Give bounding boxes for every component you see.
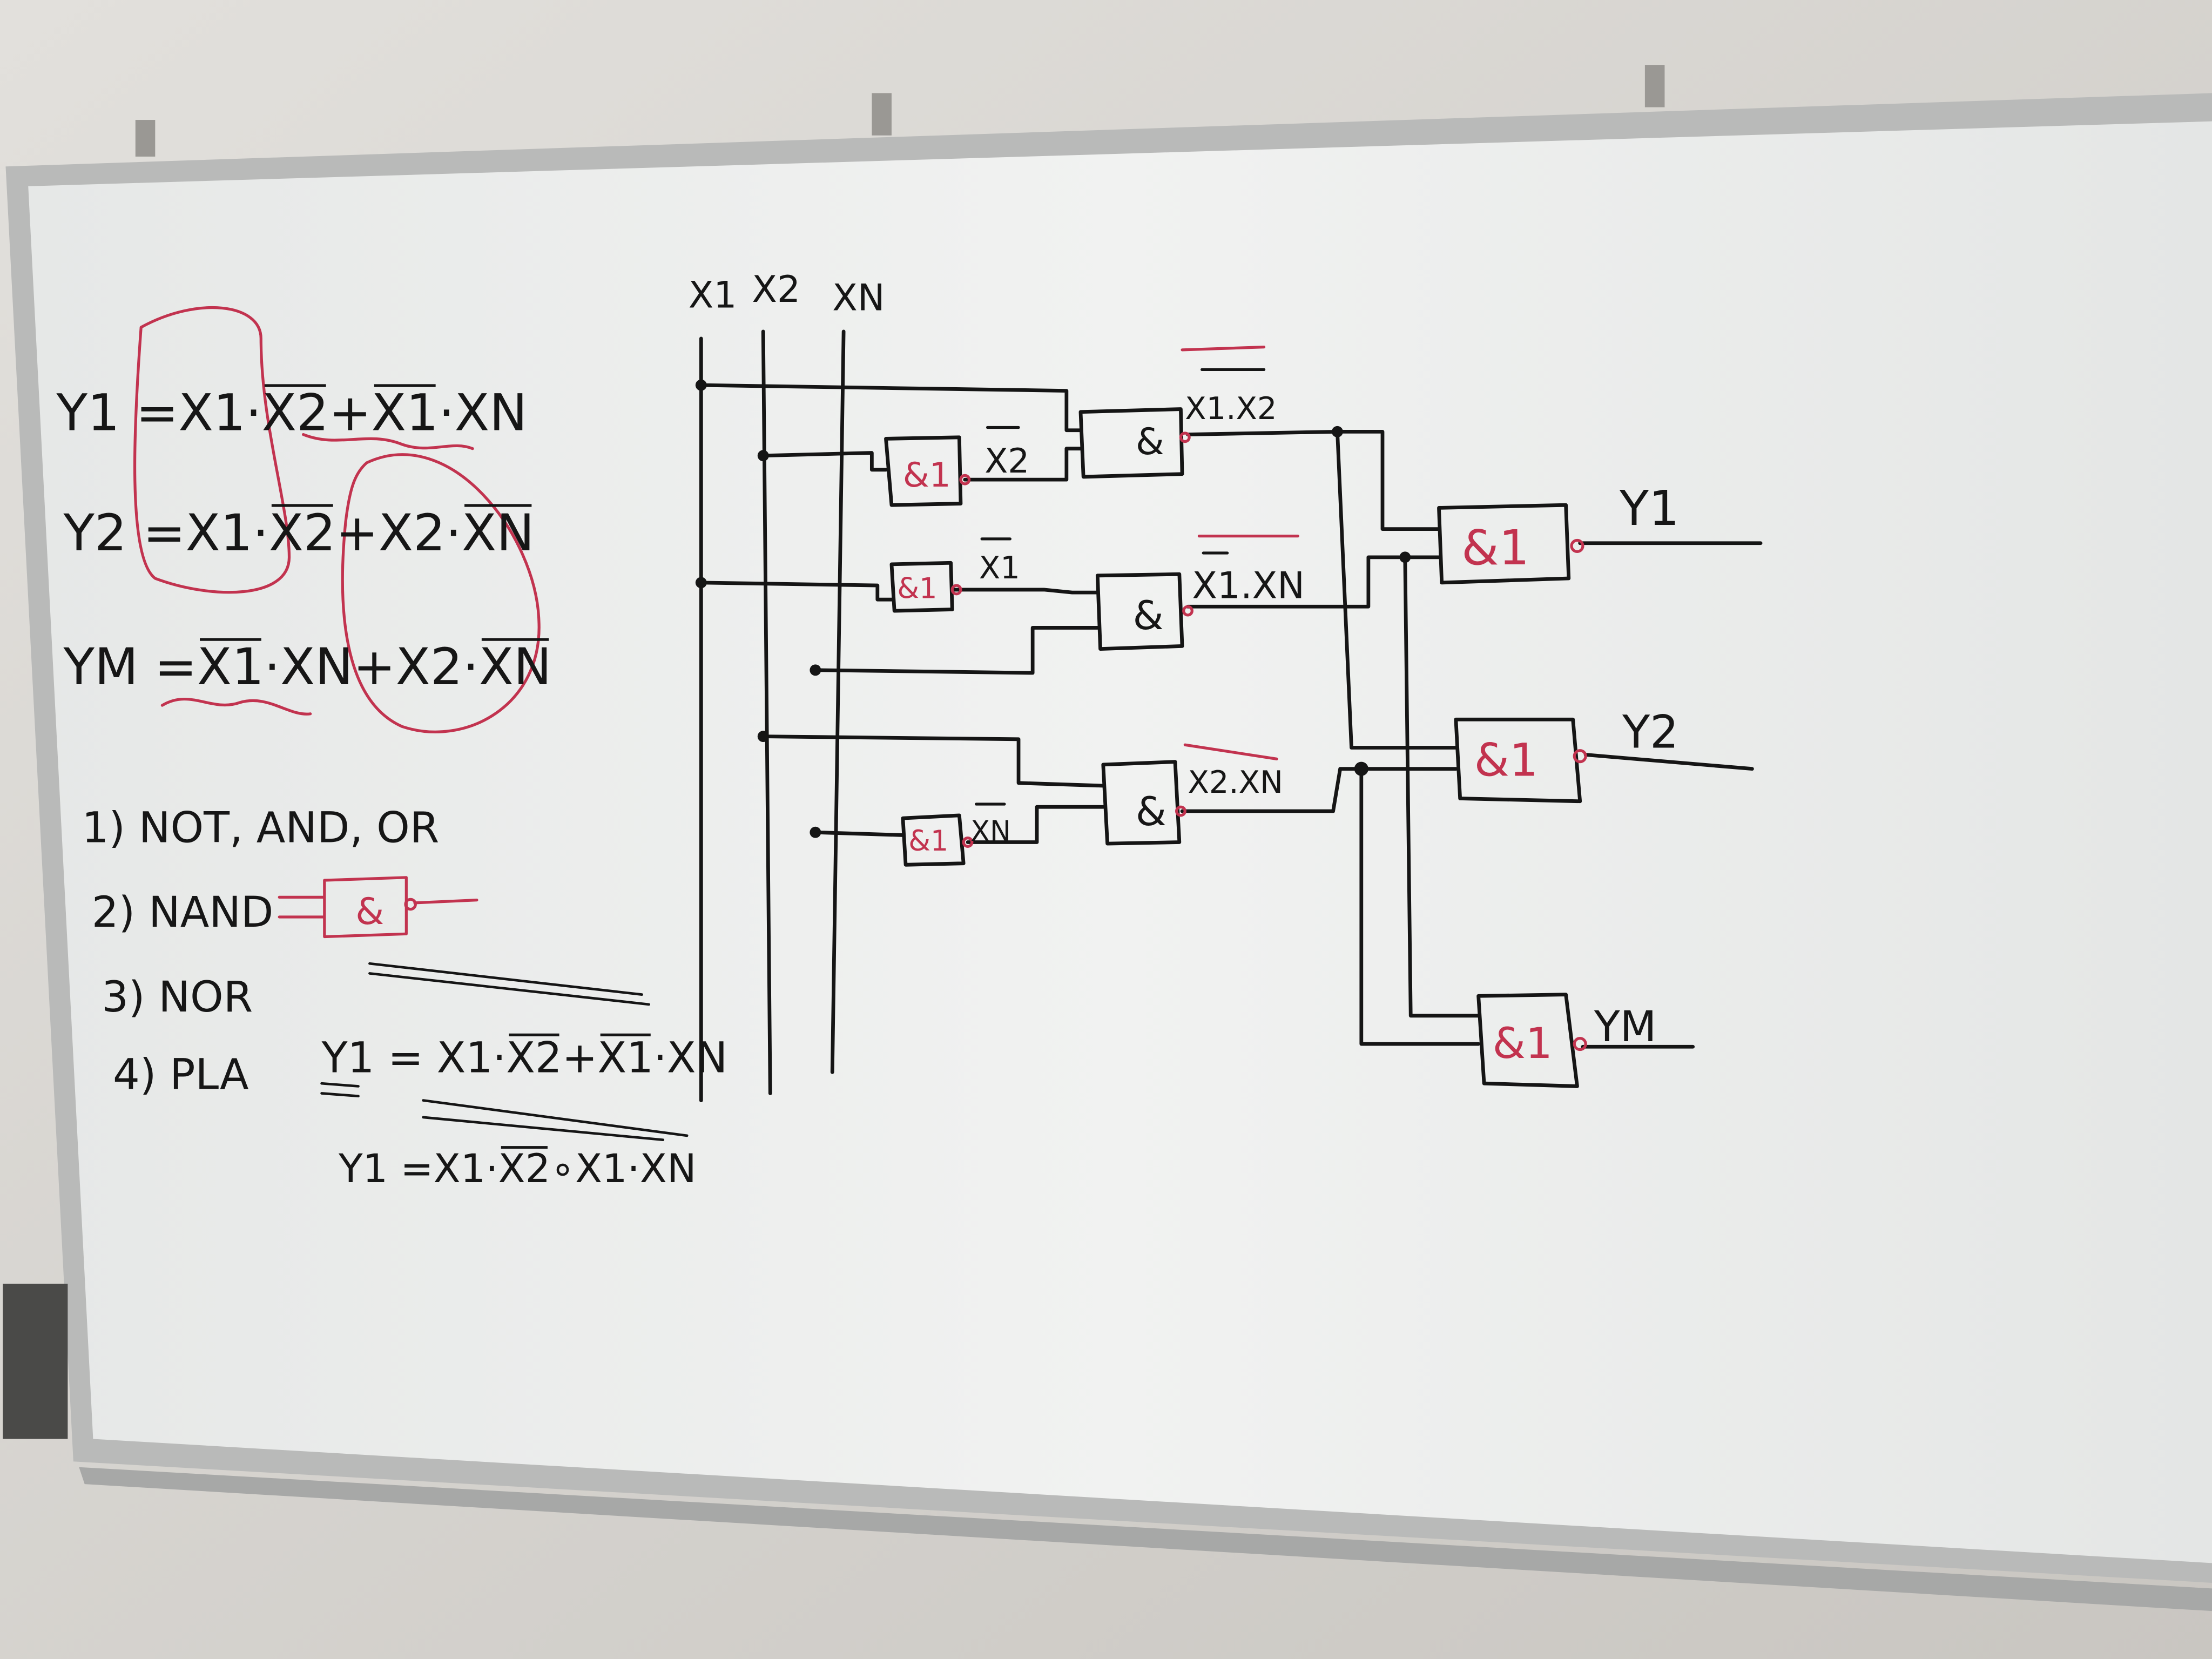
equation-term: Y2 = <box>63 504 186 563</box>
signal-label: X1 <box>979 550 1020 586</box>
signal-label: X1.XN <box>1192 565 1305 608</box>
equation-term: + <box>329 384 372 443</box>
nand-gate-p3: & <box>1101 760 1186 846</box>
gate-label: &1 <box>903 455 951 495</box>
equation-term: Y1 = X1· <box>321 1033 507 1082</box>
signal-label: X2 <box>984 441 1029 481</box>
equation-term: + <box>562 1033 598 1082</box>
signal-label: XN <box>970 815 1011 848</box>
equation-term: ·XN <box>653 1033 727 1082</box>
equation-term: X1· <box>178 384 261 443</box>
equation-row: YM = X1·XN + X2·XN <box>63 638 552 697</box>
gate-label: & <box>1136 789 1166 835</box>
gate-label: &1 <box>897 573 937 605</box>
equation-term: + <box>353 638 396 697</box>
equation-term: + <box>336 504 379 563</box>
input-label: XN <box>832 277 885 320</box>
method-item: 3) NOR <box>102 973 253 1022</box>
input-label: X2 <box>752 268 800 311</box>
equation-term: YM = <box>63 638 197 697</box>
equation-row: Y2 = X1·X2 + X2·XN <box>63 504 535 563</box>
equation-term: X2 <box>506 1033 562 1082</box>
output-gate-ym: &1 <box>1476 993 1587 1088</box>
derivation-line: Y1 = X1·X2 + X1·XN <box>321 1033 728 1082</box>
gate-label: & <box>1133 593 1164 639</box>
output-label: Y1 <box>1619 481 1680 536</box>
derivation-line: Y1 = X1·X2 ∘ X1·XN <box>338 1146 697 1192</box>
method-item: 4) PLA <box>113 1050 249 1100</box>
gate-label: &1 <box>1474 734 1538 787</box>
equation-term: X1 <box>197 638 264 697</box>
equation-term: XN <box>479 638 552 697</box>
mount-clip <box>872 93 892 136</box>
signal-label: X2.XN <box>1188 764 1284 800</box>
methods-list: 1) NOT, AND, OR 2) NAND 3) NOR 4) PLA <box>82 804 440 1100</box>
output-label: YM <box>1594 1002 1656 1051</box>
equation-term: ·XN <box>439 384 528 443</box>
wall-box <box>3 1284 68 1439</box>
output-gate-y1: &1 <box>1437 503 1584 585</box>
marker-tray <box>79 1467 2212 1611</box>
nand-gate-p1: & <box>1078 407 1191 479</box>
equation-row: Y1 = X1·X2 + X1·XN <box>56 384 527 443</box>
equation-term: ∘ <box>550 1146 575 1192</box>
method-item: 1) NOT, AND, OR <box>82 804 440 853</box>
gate-label: &1 <box>1493 1019 1553 1068</box>
not-gate-x2: &1 <box>884 435 971 507</box>
signal-label: X1.X2 <box>1185 390 1277 427</box>
nand-gate-p2: & <box>1095 572 1193 651</box>
gate-label: & <box>1136 421 1164 463</box>
equation-term: X2 <box>498 1146 551 1192</box>
logic-circuit: X1 X2 XN &1 &1 &1 & & & &1 &1 &1 X2 X1 X… <box>689 268 1763 1102</box>
equation-term: Y1 = <box>56 384 178 443</box>
gate-label: &1 <box>908 825 948 858</box>
equation-term: X1·XN <box>575 1146 697 1192</box>
gate-label: &1 <box>1461 520 1529 576</box>
output-label: Y2 <box>1622 705 1678 758</box>
equation-term: X1 <box>372 384 439 443</box>
equation-term: X2 <box>262 384 329 443</box>
not-gate-x1: &1 <box>889 561 962 613</box>
nand-gate-symbol: & <box>278 876 478 939</box>
not-gate-xn: &1 <box>901 813 974 867</box>
mount-clip <box>135 120 156 157</box>
equation-term: X2· <box>379 504 462 563</box>
equation-term: ·XN <box>264 638 353 697</box>
output-gate-y2: &1 <box>1454 717 1587 804</box>
equation-term: X2· <box>396 638 479 697</box>
equation-term: X1· <box>186 504 269 563</box>
mount-clip <box>1644 65 1665 107</box>
equation-term: X1 <box>597 1033 653 1082</box>
equation-term: Y1 = <box>338 1146 434 1192</box>
nand-symbol: & <box>355 891 384 933</box>
method-item: 2) NAND <box>92 888 274 937</box>
wires <box>699 383 1763 1049</box>
equation-term: X1· <box>434 1146 498 1192</box>
input-label: X1 <box>689 274 737 316</box>
equation-term: XN <box>462 504 535 563</box>
equation-term: X2 <box>269 504 336 563</box>
